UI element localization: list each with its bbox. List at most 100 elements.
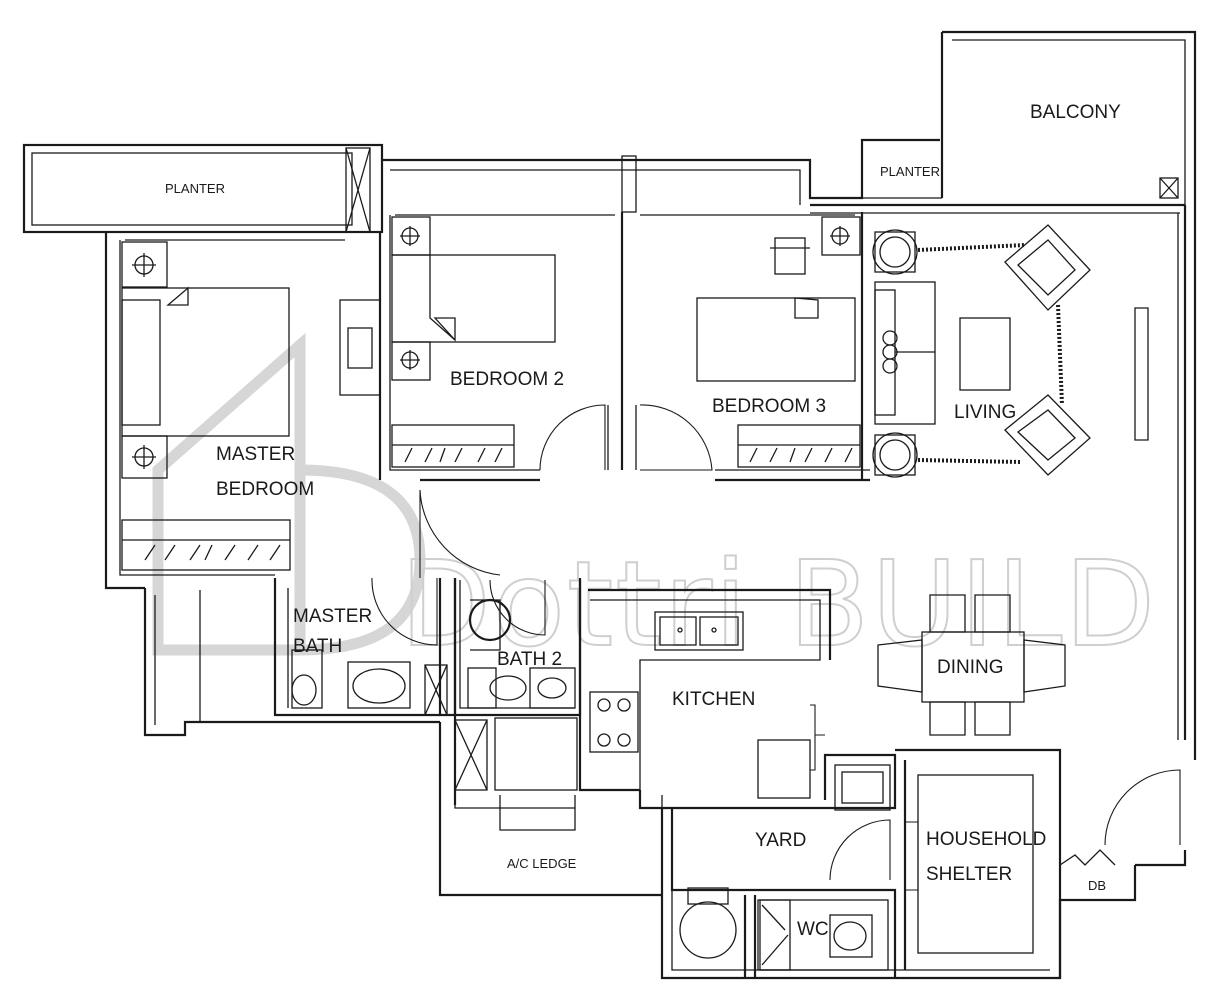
lower-left-wall bbox=[143, 588, 440, 737]
furniture bbox=[121, 216, 1091, 971]
shaft-bath2 bbox=[454, 719, 488, 791]
bottom-wall-inner bbox=[671, 890, 1050, 971]
master-wardrobe bbox=[121, 519, 291, 571]
label-household-shelter-1: HOUSEHOLD bbox=[926, 829, 1046, 850]
master-nightstand-bottom bbox=[121, 435, 168, 479]
bath2-shower bbox=[468, 598, 512, 651]
yard-washer bbox=[834, 764, 891, 811]
label-master-bedroom-2: BEDROOM bbox=[216, 479, 314, 500]
watermark-text: Dottri BUILD bbox=[400, 535, 1157, 673]
windows bbox=[125, 214, 1149, 831]
dining-chairs bbox=[877, 594, 1066, 736]
bed2-inner bbox=[389, 215, 540, 471]
bed3-chair bbox=[770, 237, 810, 275]
living-sofa bbox=[874, 281, 936, 425]
kitchen-counter bbox=[590, 599, 821, 790]
wc-inner bbox=[759, 899, 889, 971]
master-bath-wc bbox=[291, 649, 323, 709]
yard-lower-fixture bbox=[679, 887, 737, 959]
balcony-inner bbox=[952, 39, 1186, 205]
door-master-bath bbox=[371, 577, 438, 646]
watermark: Dottri BUILD bbox=[152, 332, 1157, 674]
bed2-nightstand-top bbox=[391, 216, 431, 256]
shaft-mbath-cross bbox=[424, 664, 448, 716]
room-labels: BALCONY PLANTER PLANTER MASTER BEDROOM B… bbox=[165, 102, 1121, 940]
master-bath-basin bbox=[347, 661, 411, 709]
bed2-nightstand-bottom bbox=[391, 341, 431, 381]
yard-lower-walls bbox=[670, 808, 897, 978]
door-yard bbox=[829, 819, 891, 881]
planter-right-box bbox=[861, 140, 942, 199]
yard-walls bbox=[638, 753, 897, 810]
wc-left-wall bbox=[743, 895, 757, 978]
kitchen-top-wall bbox=[588, 588, 832, 660]
interior-walls bbox=[273, 212, 1062, 978]
top-wall bbox=[382, 138, 940, 200]
bed3-bed bbox=[696, 297, 856, 382]
shaft-bath2-cross bbox=[454, 719, 488, 791]
master-left-wall bbox=[104, 232, 145, 590]
master-left-inner bbox=[119, 240, 275, 576]
lower-left-inner bbox=[154, 590, 201, 725]
shaft-mbath bbox=[424, 664, 448, 716]
planter-top-outline bbox=[22, 143, 384, 234]
wc-shower-tray bbox=[757, 899, 791, 971]
window-right bbox=[1134, 307, 1149, 441]
door-kitchen bbox=[810, 704, 825, 771]
kitchen-left-wall bbox=[578, 580, 640, 792]
label-planter-top: PLANTER bbox=[165, 181, 225, 196]
door-main bbox=[1104, 769, 1181, 846]
label-planter-right: PLANTER bbox=[880, 164, 940, 179]
living-lamp-bottom bbox=[872, 432, 918, 478]
bath2-wc bbox=[467, 667, 576, 709]
bottom-wall bbox=[660, 808, 1137, 980]
label-bedroom-3: BEDROOM 3 bbox=[712, 396, 826, 417]
column-top bbox=[621, 155, 637, 213]
balcony-walls bbox=[940, 30, 1197, 760]
bed3-nightstand bbox=[821, 216, 861, 256]
label-wc: WC bbox=[797, 919, 829, 940]
label-household-shelter-2: SHELTER bbox=[926, 864, 1012, 885]
label-master-bath-1: MASTER bbox=[293, 606, 372, 627]
kitchen-fridge bbox=[757, 739, 811, 799]
label-kitchen: KITCHEN bbox=[672, 689, 755, 710]
label-ac-ledge: A/C LEDGE bbox=[507, 856, 577, 871]
bed2-wardrobe bbox=[391, 424, 515, 468]
label-master-bedroom-1: MASTER bbox=[216, 444, 295, 465]
living-coffee-table bbox=[959, 317, 1011, 391]
master-nightstand-top bbox=[121, 241, 168, 288]
label-db: DB bbox=[1088, 878, 1106, 893]
door-shelter bbox=[905, 821, 919, 891]
living-armchair-top bbox=[1004, 224, 1091, 311]
living-rug bbox=[917, 243, 1064, 464]
bed3-wardrobe bbox=[737, 424, 861, 468]
window-lines-top bbox=[125, 214, 855, 241]
ac-ledge-wall bbox=[438, 722, 662, 897]
label-balcony: BALCONY bbox=[1030, 102, 1121, 123]
partition-jambs bbox=[607, 405, 637, 470]
wc-toilet bbox=[829, 914, 873, 958]
shaft-top bbox=[345, 147, 371, 233]
entrance-wall bbox=[1135, 850, 1187, 867]
label-bath-2: BATH 2 bbox=[497, 649, 562, 670]
door-bed2 bbox=[539, 404, 606, 471]
master-desk bbox=[339, 299, 381, 396]
top-wall-inner bbox=[390, 169, 801, 205]
shaft-right bbox=[1159, 177, 1179, 199]
window-ac bbox=[499, 795, 663, 831]
kitchen-sink bbox=[654, 611, 744, 651]
outer-walls bbox=[22, 30, 1197, 980]
door-master bbox=[419, 489, 501, 578]
shelter-walls bbox=[895, 748, 1062, 978]
master-bed bbox=[121, 286, 290, 437]
master-bath-walls bbox=[273, 578, 440, 717]
bed2-bed bbox=[391, 254, 556, 343]
label-living: LIVING bbox=[954, 402, 1016, 423]
ac-ledge-inner bbox=[454, 735, 575, 809]
kitchen-stove bbox=[589, 691, 639, 753]
label-yard: YARD bbox=[755, 830, 806, 851]
living-armchair-bottom bbox=[1004, 394, 1091, 476]
label-master-bath-2: BATH bbox=[293, 636, 342, 657]
shaft-top-cross bbox=[345, 147, 371, 233]
